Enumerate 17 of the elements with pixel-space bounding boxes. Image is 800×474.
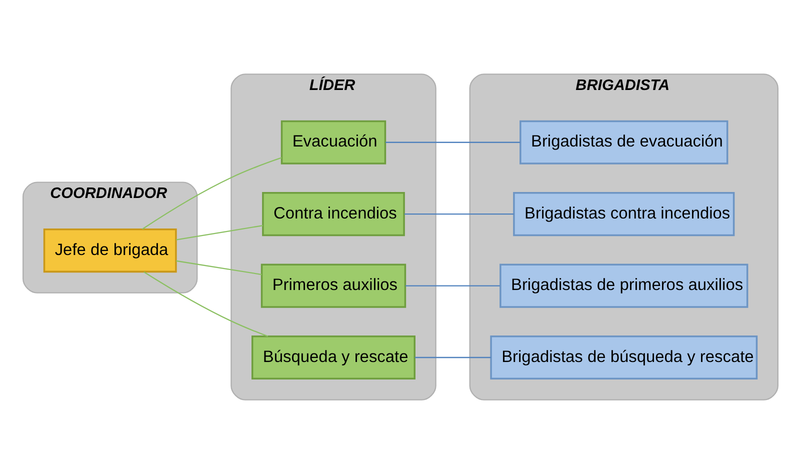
connector xyxy=(404,213,514,215)
connector xyxy=(385,142,520,143)
connector xyxy=(143,272,268,337)
connector xyxy=(176,224,262,240)
connector xyxy=(176,260,262,276)
node-box: Jefe de brigada xyxy=(42,228,176,273)
node-box: Brigadistas contra incendios xyxy=(512,192,734,236)
node-box: Brigadistas de primeros auxilios xyxy=(499,264,748,308)
connector xyxy=(405,285,500,286)
node-box: Evacuación xyxy=(280,120,386,164)
node-box: Primeros auxilios xyxy=(260,264,406,308)
connector xyxy=(142,157,282,230)
connector xyxy=(414,356,491,358)
node-box: Contra incendios xyxy=(262,192,404,236)
node-box: Brigadistas de búsqueda y rescate xyxy=(490,335,758,380)
node-box: Búsqueda y rescate xyxy=(250,335,415,380)
node-box: Brigadistas de evacuación xyxy=(519,120,728,164)
